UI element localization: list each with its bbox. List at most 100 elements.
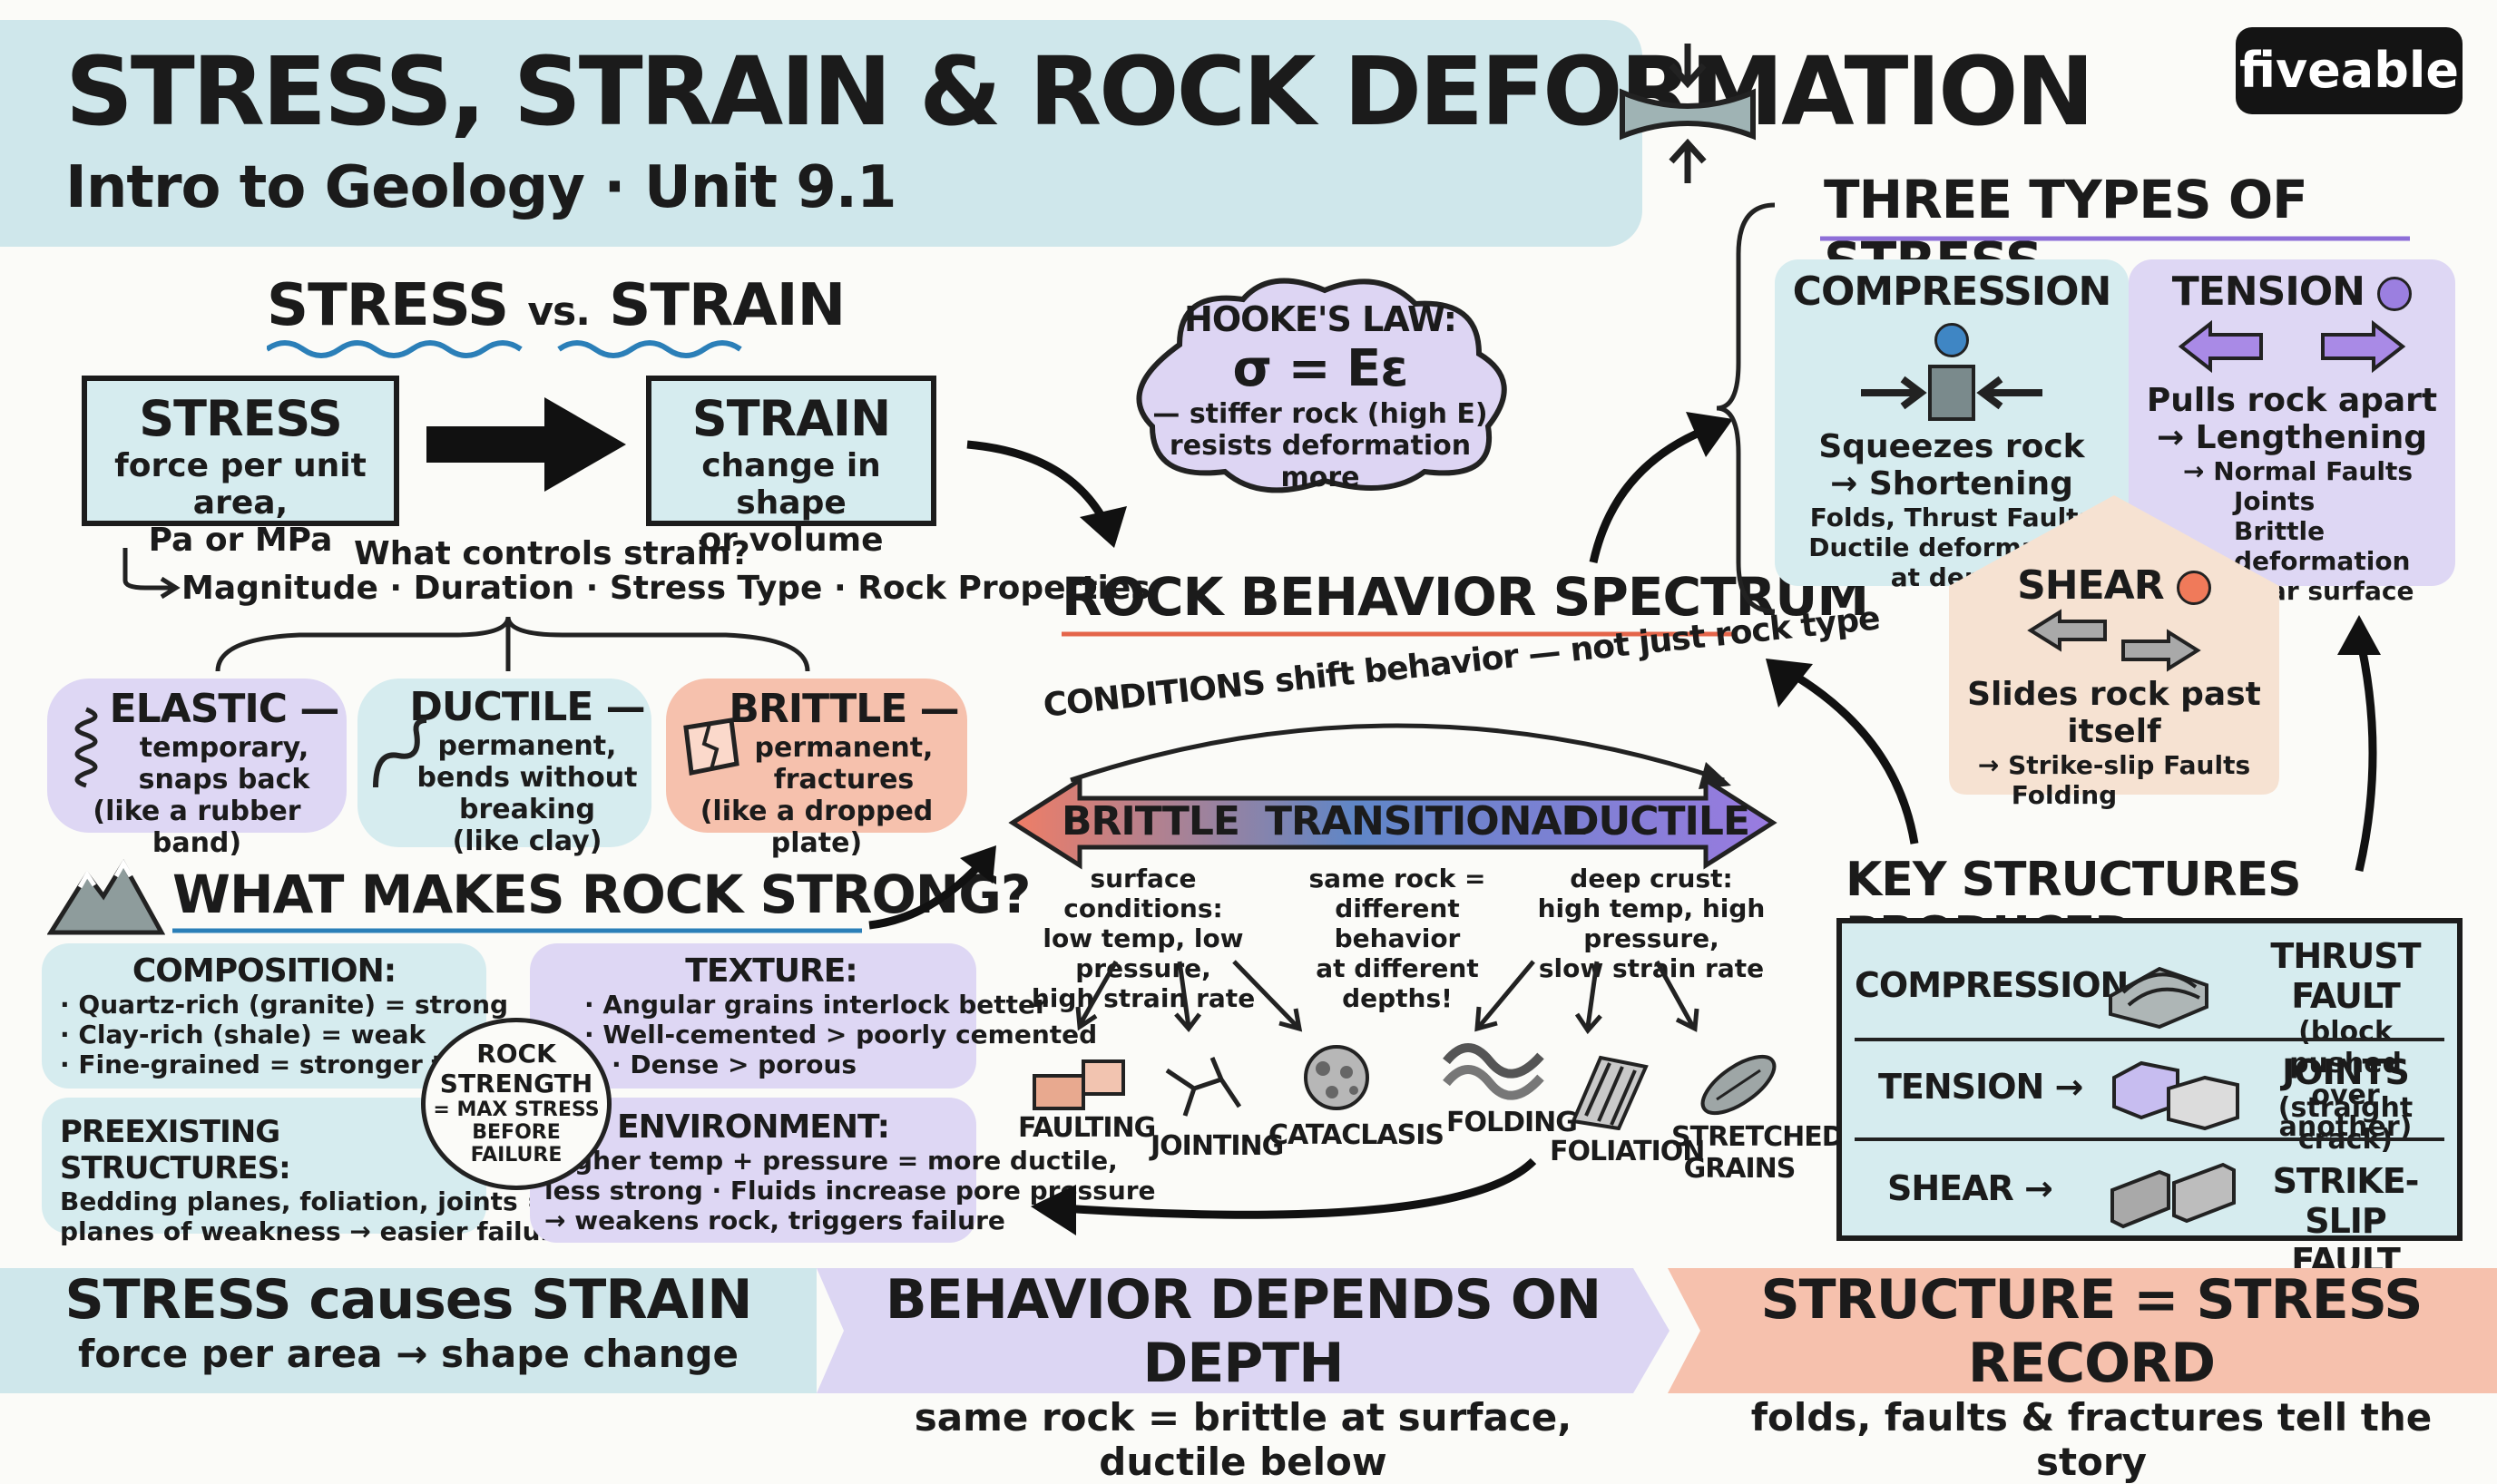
controls-question: What controls strain? [354, 535, 750, 572]
hookes-law-text: HOOKE'S LAW: σ = Eε — stiffer rock (high… [1143, 299, 1497, 493]
tension-title: TENSION [2129, 268, 2455, 315]
joints-icon [2112, 1060, 2239, 1131]
squiggle-icon [373, 718, 427, 788]
shear-dot [2176, 571, 2211, 605]
transitional-conditions: same rock = different behavior at differ… [1279, 864, 1515, 1013]
example-foliation: FOLIATION [1550, 1136, 1705, 1167]
stress-card-title: STRESS [139, 390, 343, 447]
preexisting-title: PREEXISTING STRUCTURES: [60, 1114, 291, 1186]
hookes-law-cloud [1136, 278, 1507, 493]
hookes-law-note2: resists deformation more [1169, 430, 1472, 493]
compression-title-text: COMPRESSION [1792, 268, 2112, 315]
faulting-icon [1033, 1059, 1125, 1110]
key-structures-table: COMPRESSION → THRUST FAULT (block pushed… [1836, 918, 2463, 1281]
composition-card: COMPOSITION: · Quartz-rich (granite) = s… [42, 943, 601, 1089]
controls-list: Magnitude · Duration · Stress Type · Roc… [181, 570, 1151, 607]
environment-line3: → weakens rock, triggers failure [544, 1206, 1005, 1235]
shear-arrows-icon [2027, 609, 2201, 672]
rock-strength-line2: STRENGTH [439, 1069, 593, 1098]
row-shear-stress: SHEAR → [1887, 1168, 2053, 1208]
spectrum-label-brittle: BRITTLE [1062, 798, 1240, 845]
compression-arrows-icon [1861, 365, 2042, 421]
causes-arrow [426, 397, 626, 492]
stress-types-underline [1820, 236, 2410, 241]
footer-2-sub: same rock = brittle at surface, ductile … [914, 1395, 1572, 1484]
footer-3-sub: folds, faults & fractures tell the story [1750, 1395, 2433, 1484]
ductile-line2: bends without [416, 762, 638, 794]
ductile-line4: (like clay) [452, 825, 602, 857]
ductile-conditions: deep crust: high temp, high pressure, sl… [1515, 864, 1787, 983]
heading-underline [267, 340, 742, 358]
footer-3-title: STRUCTURE = STRESS RECORD [1760, 1268, 2423, 1395]
joints-note: (straight crack) [2277, 1092, 2414, 1156]
footer-3: STRUCTURE = STRESS RECORD folds, faults … [1706, 1268, 2477, 1484]
footer-panel-1 [0, 1268, 817, 1393]
elastic-line3: (like a rubber band) [93, 796, 301, 859]
transitional-cond-2: different behavior [1334, 893, 1461, 953]
environment-title: ENVIRONMENT: [617, 1108, 890, 1146]
page-subtitle: Intro to Geology · Unit 9.1 [65, 154, 897, 221]
preexisting-line1: Bedding planes, foliation, joints = [60, 1186, 548, 1216]
spectrum-label-transitional: TRANSITIONAL [1265, 798, 1587, 845]
jointing-icon [1165, 1057, 1242, 1117]
composition-line1: · Quartz-rich (granite) = strong [60, 990, 509, 1020]
brittle-cond-3: high strain rate [1031, 983, 1256, 1013]
heading-strain: STRAIN [609, 272, 846, 339]
elastic-line1: temporary, [139, 732, 309, 764]
grains-label: GRAINS [1683, 1153, 1797, 1185]
strength-heading: WHAT MAKES ROCK STRONG? [172, 864, 1032, 925]
spectrum-arrow [1008, 776, 1777, 870]
footer-1-sub: force per area → shape change [77, 1332, 739, 1376]
example-cataclasis: CATACLASIS [1268, 1119, 1444, 1151]
stress-card-line1: force per unit area, [114, 447, 367, 522]
thrust-fault-icon [2109, 966, 2208, 1030]
strain-card-line1: change in shape [701, 447, 881, 522]
brittle-cond-2: low temp, low pressure, [1043, 923, 1244, 983]
shear-detail1: → Strike-slip Faults [1977, 750, 2251, 780]
tension-card: TENSION Pulls rock apart → Lengthening →… [2129, 259, 2455, 606]
heading-stress: STRESS [267, 272, 509, 339]
elastic-title: ELASTIC — [109, 686, 340, 732]
tension-arrows-icon [2178, 319, 2406, 374]
environment-line1: Higher temp + pressure = more ductile, [544, 1146, 1118, 1176]
brittle-title: BRITTLE — [729, 686, 959, 732]
ductile-cond-1: deep crust: [1570, 864, 1733, 893]
footer-1-title: STRESS causes STRAIN [64, 1268, 752, 1332]
structures-to-tension-arrow [2337, 615, 2381, 873]
brittle-cond-1: surface conditions: [1063, 864, 1223, 923]
ductile-title: DUCTILE — [409, 684, 645, 730]
shear-line1: Slides rock past itself [1967, 676, 2261, 750]
title-banner [0, 20, 1642, 247]
texture-line1: · Angular grains interlock better [584, 990, 1048, 1020]
tension-title-text: TENSION [2171, 268, 2365, 315]
texture-line2: · Well-cemented > poorly cemented [584, 1020, 1098, 1050]
foliation-icon [1571, 1055, 1649, 1130]
strain-card-line2: or volume [699, 522, 884, 559]
ductile-line3: breaking [459, 794, 595, 825]
elastic-line2: snaps back [138, 764, 310, 796]
compressed-rock-icon [1620, 44, 1756, 183]
stretched-grains-icon [1700, 1054, 1777, 1116]
table-divider-1 [1855, 1038, 2444, 1041]
row-shear-structure: STRIKE-SLIP FAULT [2241, 1161, 2450, 1281]
tension-detail2: Joints [2234, 486, 2316, 516]
rock-strength-line3: = MAX STRESS [433, 1098, 600, 1121]
elastic-card: ELASTIC — temporary, snaps back (like a … [47, 679, 347, 859]
thrust-fault-note1: (block pushed [2289, 1016, 2402, 1079]
spectrum-title-underline [1062, 631, 1733, 637]
example-folding: FOLDING [1446, 1107, 1578, 1138]
brittle-line2: fractures [773, 764, 915, 796]
composition-line3: · Fine-grained = stronger than coarse [60, 1050, 601, 1079]
footer-panel-3 [1668, 1268, 2497, 1393]
spectrum-label-ductile: DUCTILE [1566, 798, 1750, 845]
strike-slip-title: STRIKE-SLIP [2272, 1161, 2420, 1241]
row-compression-structure: THRUST FAULT (block pushed over another) [2241, 936, 2450, 1143]
hookes-law-note1: — stiffer rock (high E) [1152, 398, 1488, 430]
ductile-cond-2: high temp, high pressure, [1537, 893, 1766, 953]
composition-line2: · Clay-rich (shale) = weak [60, 1020, 426, 1050]
cataclasis-icon [1304, 1045, 1369, 1110]
brittle-card: BRITTLE — permanent, fractures (like a d… [666, 679, 967, 859]
page-title: STRESS, STRAIN & ROCK DEFORMATION [65, 36, 2095, 147]
shear-title: SHEAR [1949, 562, 2279, 609]
tension-line1: Pulls rock apart [2146, 382, 2438, 419]
